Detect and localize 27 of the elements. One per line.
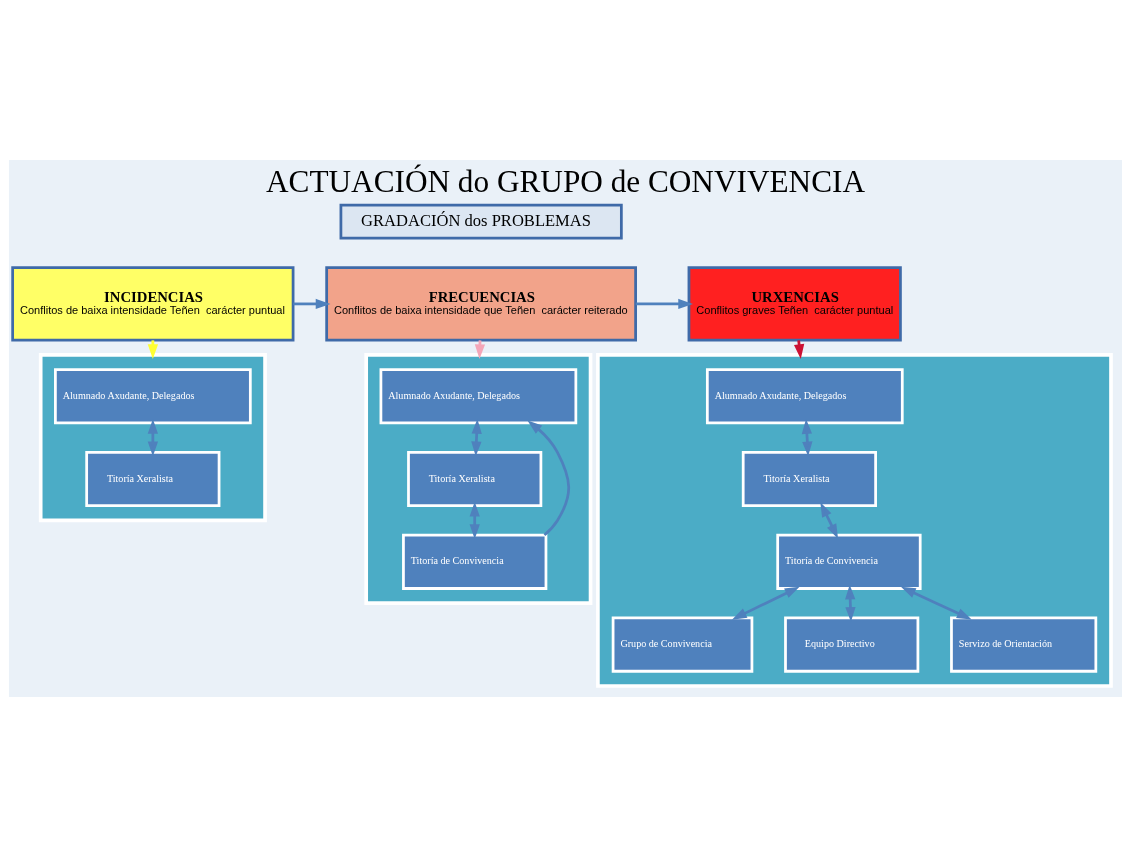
node-box: Alumnado Axudante, Delegados — [379, 367, 578, 424]
node-box: FRECUENCIAS Conflitos de baixa intensidade que Teñen carácter reiterado — [325, 265, 637, 342]
node-box: INCIDENCIAS Conflitos de baixa intensidade Teñen carácter puntual — [11, 265, 295, 342]
arrow — [900, 586, 972, 620]
node-box: GRADACIÓN dos PROBLEMAS — [339, 203, 623, 240]
node-box: Alumnado Axudante, Delegados — [705, 367, 904, 424]
node-box: Servizo de Orientación — [950, 616, 1098, 673]
cluster — [364, 352, 593, 605]
node-box: Titoría de Convivencia — [776, 533, 922, 590]
node-box: Alumnado Axudante, Delegados — [54, 367, 252, 424]
node-box: URXENCIAS Conflitos graves Teñen carácter puntual — [687, 265, 902, 342]
node-box: Equipo Directivo — [784, 616, 920, 673]
arrow — [635, 298, 693, 309]
cluster — [38, 352, 267, 522]
diagram-title: ACTUACIÓN do GRUPO de CONVIVENCIA — [266, 163, 865, 199]
arrow — [147, 418, 159, 456]
node-box: Grupo de Convivencia — [611, 616, 754, 673]
arrow — [731, 586, 800, 620]
node-box: Titoría Xeralista — [85, 450, 221, 507]
arrow — [527, 419, 571, 536]
cluster — [596, 352, 1113, 688]
node-box: Titoría Xeralista — [741, 450, 877, 507]
arrow — [801, 418, 813, 456]
node-box: Titoría de Convivencia — [402, 533, 548, 590]
arrow — [293, 298, 331, 309]
node-box: Titoría Xeralista — [407, 450, 543, 507]
arrow — [820, 501, 839, 539]
